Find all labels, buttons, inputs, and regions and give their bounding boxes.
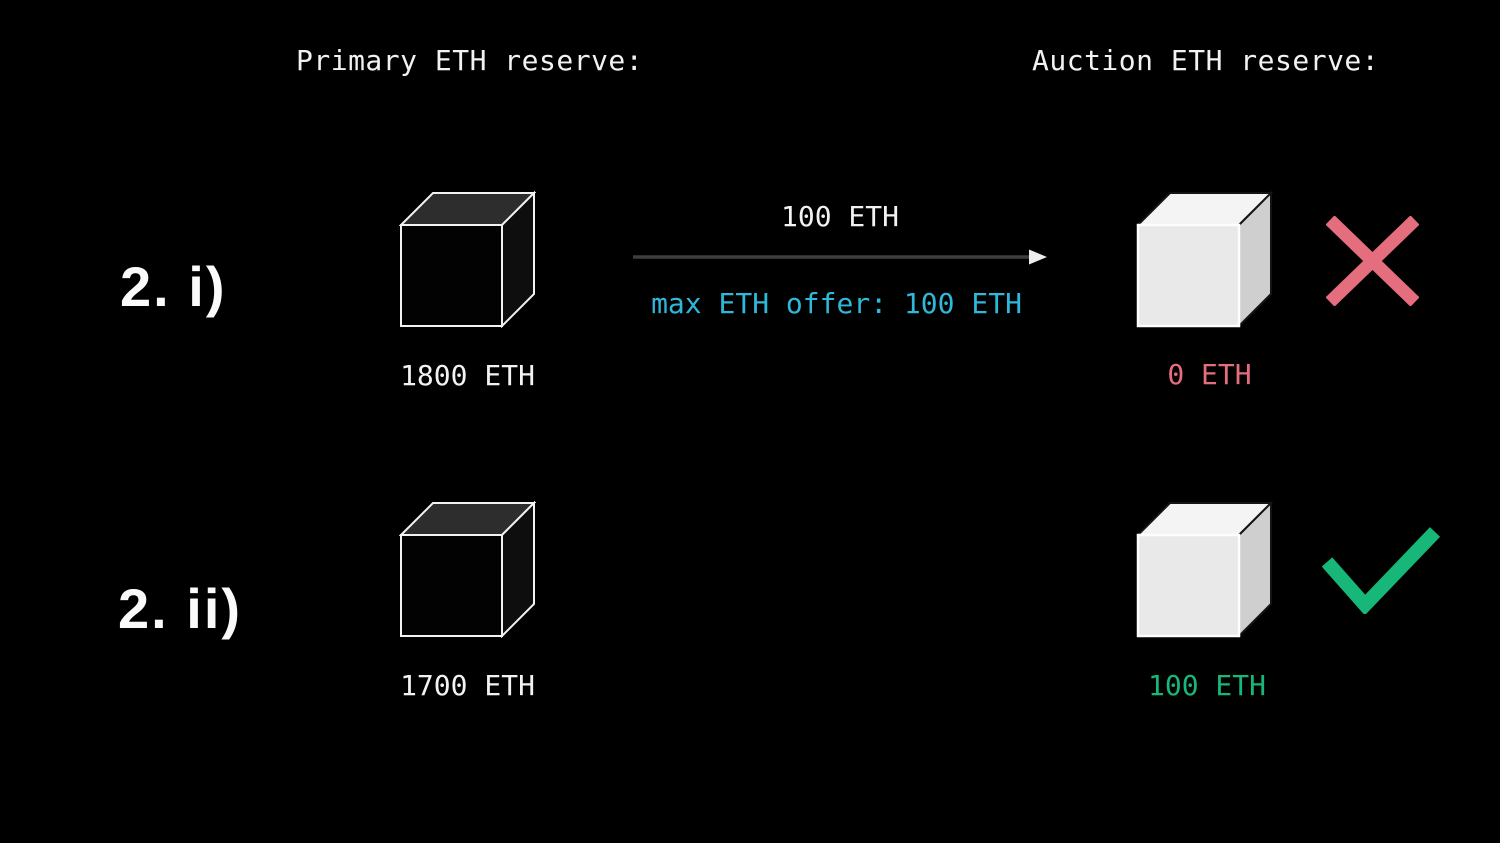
row2-primary-cube-icon	[399, 500, 536, 638]
row2-primary-amount: 1700 ETH	[400, 669, 535, 702]
check-stroke	[1322, 527, 1440, 614]
row2-auction-cube-icon	[1136, 500, 1273, 638]
transfer-arrow-icon	[633, 249, 1047, 265]
primary-reserve-header: Primary ETH reserve:	[296, 44, 644, 77]
cube-front-face	[1136, 223, 1241, 328]
cube-front-face	[400, 224, 503, 327]
cube-front-face	[1136, 533, 1241, 638]
row1-primary-amount: 1800 ETH	[400, 359, 535, 392]
row1-auction-amount: 0 ETH	[1167, 358, 1252, 391]
cross-icon	[1326, 216, 1419, 306]
cube-front-face	[400, 534, 503, 637]
cross-stroke-2	[1326, 216, 1419, 306]
row2-auction-amount: 100 ETH	[1147, 669, 1266, 702]
auction-reserve-header: Auction ETH reserve:	[1032, 44, 1380, 77]
row1-transfer-amount: 100 ETH	[780, 200, 899, 233]
row1-max-offer-note: max ETH offer: 100 ETH	[651, 287, 1022, 320]
arrow-head	[1029, 249, 1047, 265]
row2-label: 2. ii)	[118, 577, 243, 640]
check-icon	[1322, 527, 1440, 614]
row1-primary-cube-icon	[399, 190, 536, 328]
row1-auction-cube-icon	[1136, 190, 1273, 328]
row1-label: 2. i)	[120, 255, 227, 318]
